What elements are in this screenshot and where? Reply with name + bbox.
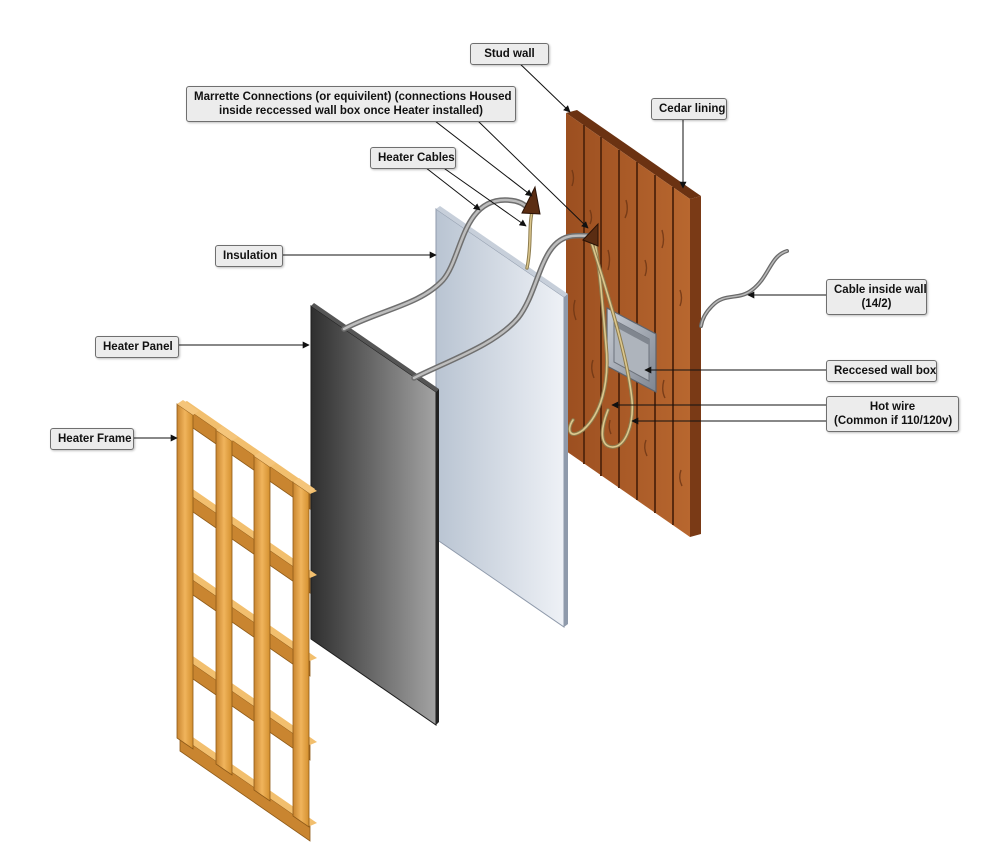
label-hot-wire-line2: (Common if 110/120v) bbox=[834, 415, 953, 427]
marrette-connector-1 bbox=[521, 185, 541, 215]
label-cable-inside-wall: Cable inside wall (14/2) bbox=[826, 279, 927, 315]
label-recessed-wall-box: Reccesed wall box bbox=[826, 360, 937, 382]
label-heater-panel: Heater Panel bbox=[95, 336, 179, 358]
marrette-connector-2 bbox=[582, 222, 599, 247]
label-stud-wall: Stud wall bbox=[470, 43, 549, 65]
heater-panel bbox=[310, 303, 439, 726]
label-marrette-line2: inside reccessed wall box once Heater in… bbox=[219, 105, 483, 117]
stud-wall-top-edge bbox=[566, 110, 701, 199]
stud-wall bbox=[566, 110, 701, 537]
cable-inside-wall bbox=[699, 249, 789, 328]
label-marrette-connections: Marrette Connections (or equivilent) (co… bbox=[186, 86, 516, 122]
label-marrette-line1: Marrette Connections (or equivilent) (co… bbox=[194, 91, 512, 103]
label-cable-inside-wall-line2: (14/2) bbox=[861, 298, 892, 310]
label-cedar-lining: Cedar lining bbox=[651, 98, 727, 120]
label-hot-wire-line1: Hot wire bbox=[869, 401, 916, 413]
heater-cables bbox=[341, 197, 595, 381]
insulation-sheet bbox=[435, 206, 568, 628]
label-heater-frame: Heater Frame bbox=[50, 428, 134, 450]
label-insulation: Insulation bbox=[215, 245, 283, 267]
heater-frame bbox=[176, 400, 317, 842]
hot-wire bbox=[567, 234, 635, 449]
label-cable-inside-wall-line1: Cable inside wall bbox=[834, 284, 927, 296]
label-heater-cables: Heater Cables bbox=[370, 147, 456, 169]
leader-lines bbox=[134, 59, 826, 442]
label-hot-wire: Hot wire (Common if 110/120v) bbox=[826, 396, 959, 432]
stud-wall-side-edge bbox=[690, 196, 701, 537]
